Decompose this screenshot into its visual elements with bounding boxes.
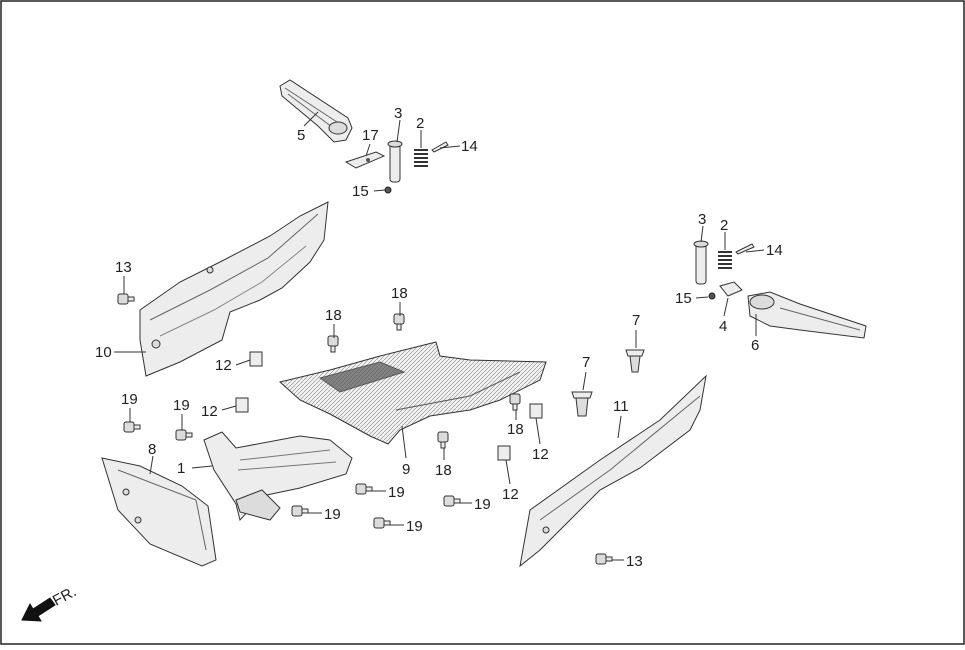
side-cover-10 [139,201,329,377]
bolt-19-b [175,429,193,441]
cotter-14-right [735,243,755,255]
lower-cover-8 [101,457,217,567]
spring-2-left [414,149,428,167]
under-tray-1 [203,431,353,522]
cotter-14-left [431,141,449,153]
callout-3-left: 3 [394,105,402,122]
callout-1: 1 [177,460,185,477]
bolt-19-a [123,421,141,433]
callout-7-a: 7 [632,312,640,329]
callout-18-b: 18 [391,285,408,302]
callout-13-right: 13 [626,553,643,570]
bolt-18-b [393,313,405,331]
callout-12-c: 12 [532,446,549,463]
callout-19-d: 19 [324,506,341,523]
bolt-19-e [373,517,391,529]
callout-2-right: 2 [720,217,728,234]
footrest-left-5 [279,79,353,143]
callout-19-b: 19 [173,397,190,414]
callout-19-e: 19 [406,518,423,535]
callout-10: 10 [95,344,112,361]
callout-8: 8 [148,441,156,458]
callout-6: 6 [751,337,759,354]
bolt-19-c [355,483,373,495]
callout-15-left: 15 [352,183,369,200]
direction-arrow-icon [21,597,56,622]
bolt-18-a [327,335,339,353]
plate-4 [719,281,743,297]
nut-12-b [235,397,249,413]
callout-2-left: 2 [416,115,424,132]
callout-13-left: 13 [115,259,132,276]
callout-11: 11 [613,398,629,415]
bolt-13-b [595,553,613,565]
callout-19-c: 19 [388,484,405,501]
bolt-18-c [509,393,521,411]
washer-15-left [384,186,392,194]
spring-2-right [718,251,732,269]
callout-14-left: 14 [461,138,478,155]
center-cover-9 [278,341,547,445]
callout-labels: 5 17 3 2 14 15 13 10 12 18 18 19 19 12 8… [95,105,783,570]
callout-18-d: 18 [507,421,524,438]
pin-3-right [693,240,709,285]
nut-12-d [497,445,511,461]
callout-15-right: 15 [675,290,692,307]
bolt-18-d [437,431,449,449]
callout-18-c: 18 [435,462,452,479]
callout-17: 17 [362,127,379,144]
callout-12-b: 12 [201,403,218,420]
pin-3-left [387,140,403,183]
callout-3-right: 3 [698,211,706,228]
nut-12-a [249,351,263,367]
bolt-13-a [117,293,135,305]
leader-lines [114,111,765,561]
clip-7-b [571,391,593,417]
callout-9: 9 [402,461,410,478]
callout-5: 5 [297,127,305,144]
plate-17 [344,151,386,169]
callout-18-a: 18 [325,307,342,324]
callout-12-d: 12 [502,486,519,503]
washer-15-right [708,292,716,300]
callout-14-right: 14 [766,242,783,259]
nut-12-c [529,403,543,419]
callout-7-b: 7 [582,354,590,371]
front-direction-indicator: FR. [21,583,79,622]
side-cover-11 [519,374,707,568]
footrest-right-6 [747,291,867,339]
callout-19-a: 19 [121,391,138,408]
callout-12-a: 12 [215,357,232,374]
clip-7-a [625,349,645,373]
bolt-19-f [443,495,461,507]
callout-4: 4 [719,318,727,335]
bolt-19-d [291,505,309,517]
callout-19-f: 19 [474,496,491,513]
